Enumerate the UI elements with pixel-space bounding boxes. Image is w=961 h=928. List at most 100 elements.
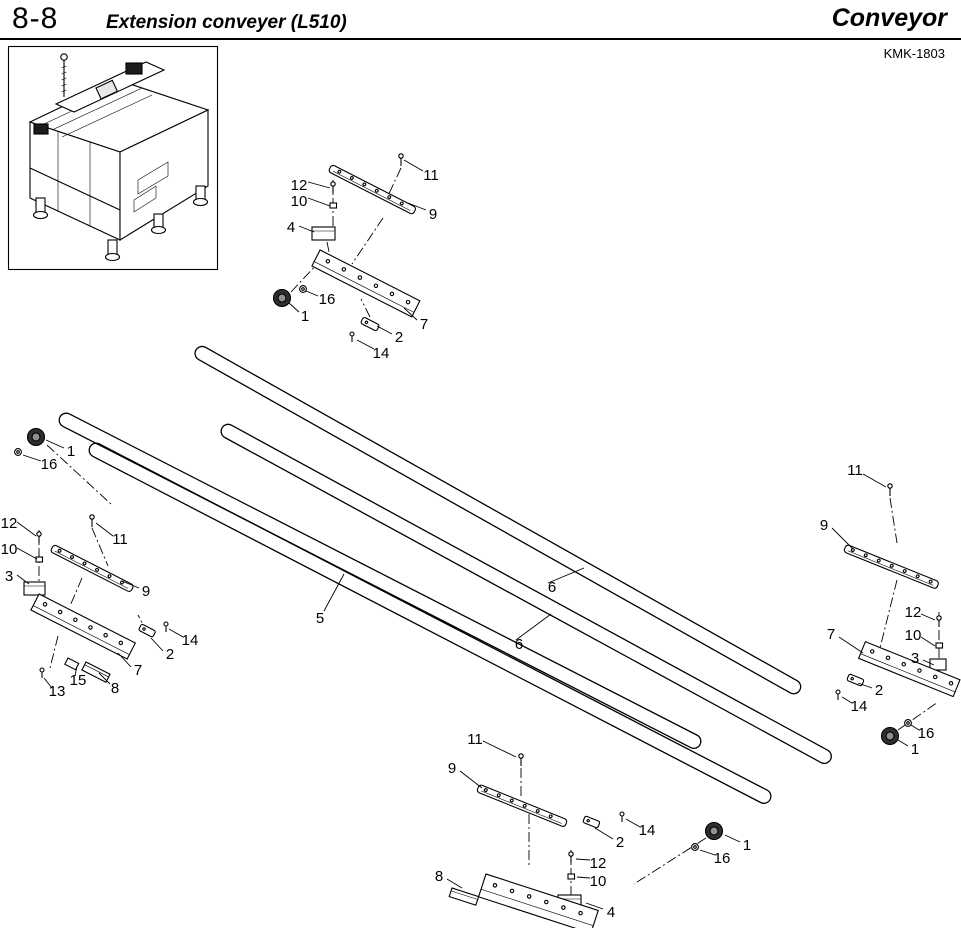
callout-15: 15 [70, 672, 87, 689]
part-block-3 [23, 581, 46, 596]
part-block-4 [311, 226, 336, 241]
leader-lines [16, 521, 184, 689]
belt-label-leaders [323, 567, 585, 641]
assembly-left-knob [14, 427, 113, 506]
callout-9: 9 [142, 583, 150, 600]
callout-3: 3 [5, 568, 13, 585]
callout-11: 11 [847, 462, 863, 479]
part-guide-plate-9 [50, 544, 134, 592]
callout-12: 12 [590, 855, 607, 872]
callout-11: 11 [467, 731, 483, 748]
centerlines [520, 768, 707, 898]
callout-5: 5 [316, 610, 324, 627]
conveyor-belt-loops [58, 345, 832, 804]
callout-1: 1 [301, 308, 309, 325]
part-screw-12 [330, 181, 336, 193]
callout-16: 16 [714, 850, 731, 867]
part-guide-plate-9 [476, 784, 568, 827]
callout-14: 14 [639, 822, 656, 839]
part-clamp-2 [582, 815, 601, 829]
part-nut-10 [567, 873, 576, 880]
belt-loop-rear-1 [194, 345, 802, 695]
page-title: Extension conveyer (L510) [106, 12, 347, 33]
callout-3: 3 [911, 650, 919, 667]
callout-8: 8 [435, 868, 443, 885]
part-screw-11 [398, 153, 404, 166]
part-screw-11 [887, 483, 893, 496]
part-guide-plate-9 [328, 164, 416, 215]
callout-6: 6 [548, 579, 556, 596]
part-screw-11 [89, 514, 95, 527]
part-screw-14 [835, 689, 841, 700]
callout-10: 10 [1, 541, 18, 558]
callout-16: 16 [319, 291, 336, 308]
part-knob-1 [880, 726, 900, 746]
part-clamp-2 [138, 624, 156, 638]
part-rail-7 [857, 640, 961, 698]
callout-1: 1 [911, 741, 919, 758]
part-washer-16 [691, 843, 699, 851]
callout-11: 11 [423, 167, 439, 184]
leader-lines [22, 439, 65, 462]
callout-7: 7 [134, 662, 142, 679]
callout-2: 2 [875, 682, 883, 699]
part-clamp-2 [846, 673, 865, 687]
callout-10: 10 [590, 873, 607, 890]
part-rail [477, 873, 599, 928]
assembly-left [16, 514, 184, 689]
leader-lines [288, 159, 427, 350]
callout-9: 9 [429, 206, 437, 223]
belt-loop-rear-2 [220, 423, 832, 765]
callout-16: 16 [918, 725, 935, 742]
callout-10: 10 [291, 193, 308, 210]
part-screw-14 [619, 811, 625, 822]
callout-14: 14 [851, 698, 868, 715]
part-screw-13 [39, 667, 45, 678]
part-washer-16 [299, 285, 307, 293]
callout-2: 2 [395, 329, 403, 346]
callout-7: 7 [420, 316, 428, 333]
belt-loop-front-2 [88, 442, 772, 804]
part-screw-12 [936, 615, 942, 627]
bolt-icon [60, 53, 68, 97]
assembly-right [831, 473, 961, 747]
chapter-title: Conveyor [831, 4, 947, 32]
callout-12: 12 [291, 177, 308, 194]
callout-8: 8 [111, 680, 119, 697]
part-screw-12 [36, 531, 42, 543]
part-screw-14 [163, 621, 169, 632]
callout-1: 1 [67, 443, 75, 460]
part-nut-10 [935, 642, 944, 649]
callout-9: 9 [448, 760, 456, 777]
callout-4: 4 [287, 219, 295, 236]
callout-11: 11 [112, 531, 128, 548]
header-rule [0, 38, 961, 40]
part-knob-1 [704, 821, 724, 841]
part-washer-16 [904, 719, 912, 727]
callout-14: 14 [373, 345, 390, 362]
part-nut-10 [329, 202, 338, 209]
machine-thumbnail [7, 45, 219, 271]
document-code: KMK-1803 [883, 46, 945, 61]
callout-7: 7 [827, 626, 835, 643]
leader-lines [831, 473, 936, 747]
part-rail-7 [311, 249, 421, 318]
page-number: 8-8 [12, 2, 59, 35]
callout-2: 2 [166, 646, 174, 663]
part-rail-7 [30, 593, 137, 660]
callout-16: 16 [41, 456, 58, 473]
callout-6: 6 [515, 636, 523, 653]
part-knob-1 [26, 427, 46, 447]
callout-2: 2 [616, 834, 624, 851]
part-plate-8 [448, 887, 480, 906]
part-screw-11 [518, 753, 524, 766]
part-guide-plate-9 [843, 544, 939, 589]
callout-10: 10 [905, 627, 922, 644]
leader-lines [446, 740, 741, 910]
part-washer-16 [14, 448, 22, 456]
callout-4: 4 [607, 904, 615, 921]
assembly-bottom [446, 740, 741, 928]
